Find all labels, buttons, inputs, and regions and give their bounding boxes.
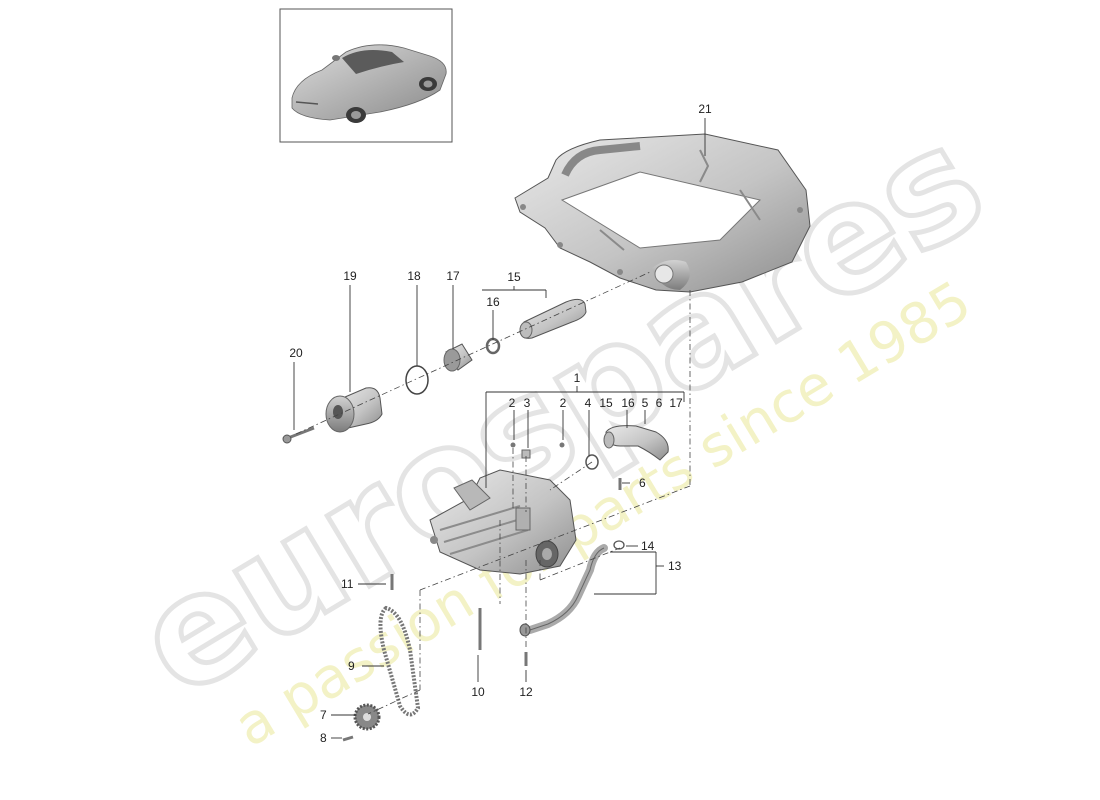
callout-1: 1 [574, 371, 581, 385]
oil-pump-assembly [429, 469, 577, 575]
callout-16: 16 [486, 295, 500, 309]
leader-lines [293, 118, 706, 739]
o-ring-4 [585, 454, 599, 470]
drive-chain [378, 605, 421, 717]
sleeve-17 [443, 343, 473, 372]
callout-17b: 17 [669, 396, 683, 410]
callout-20: 20 [289, 346, 303, 360]
callouts: 21 19 18 17 15 16 20 1 2 3 2 4 15 16 5 6… [289, 102, 712, 745]
assembly-lines [295, 271, 691, 715]
callout-12: 12 [519, 685, 533, 699]
return-pipe [519, 544, 608, 637]
callout-7: 7 [320, 708, 327, 722]
seal-14 [613, 540, 625, 550]
callout-11: 11 [341, 577, 354, 591]
callout-16b: 16 [621, 396, 635, 410]
screw-8 [342, 735, 354, 742]
callout-6b: 6 [639, 476, 646, 490]
callout-13: 13 [668, 559, 682, 573]
oil-sump-housing [514, 133, 811, 293]
callout-18: 18 [407, 269, 421, 283]
callout-3: 3 [524, 396, 531, 410]
callout-15b: 15 [599, 396, 613, 410]
callout-5: 5 [642, 396, 649, 410]
callout-8: 8 [320, 731, 327, 745]
callout-2b: 2 [560, 396, 567, 410]
callout-14: 14 [641, 539, 655, 553]
o-ring-18 [405, 365, 429, 395]
callout-17: 17 [446, 269, 460, 283]
car-icon [291, 44, 447, 123]
callout-4: 4 [585, 396, 592, 410]
pin-2 [510, 442, 516, 448]
elbow-pipe [603, 425, 669, 461]
flange-housing [325, 387, 383, 433]
bushing-3 [521, 449, 531, 459]
callout-19: 19 [343, 269, 357, 283]
callout-6a: 6 [656, 396, 663, 410]
sprocket [353, 703, 381, 731]
callout-10: 10 [471, 685, 485, 699]
bolt-20 [282, 426, 315, 444]
callout-9: 9 [348, 659, 355, 673]
callout-15: 15 [507, 270, 521, 284]
pin-2b [559, 442, 565, 448]
callout-2a: 2 [509, 396, 516, 410]
vehicle-thumbnail [279, 8, 453, 143]
callout-21: 21 [698, 102, 712, 116]
